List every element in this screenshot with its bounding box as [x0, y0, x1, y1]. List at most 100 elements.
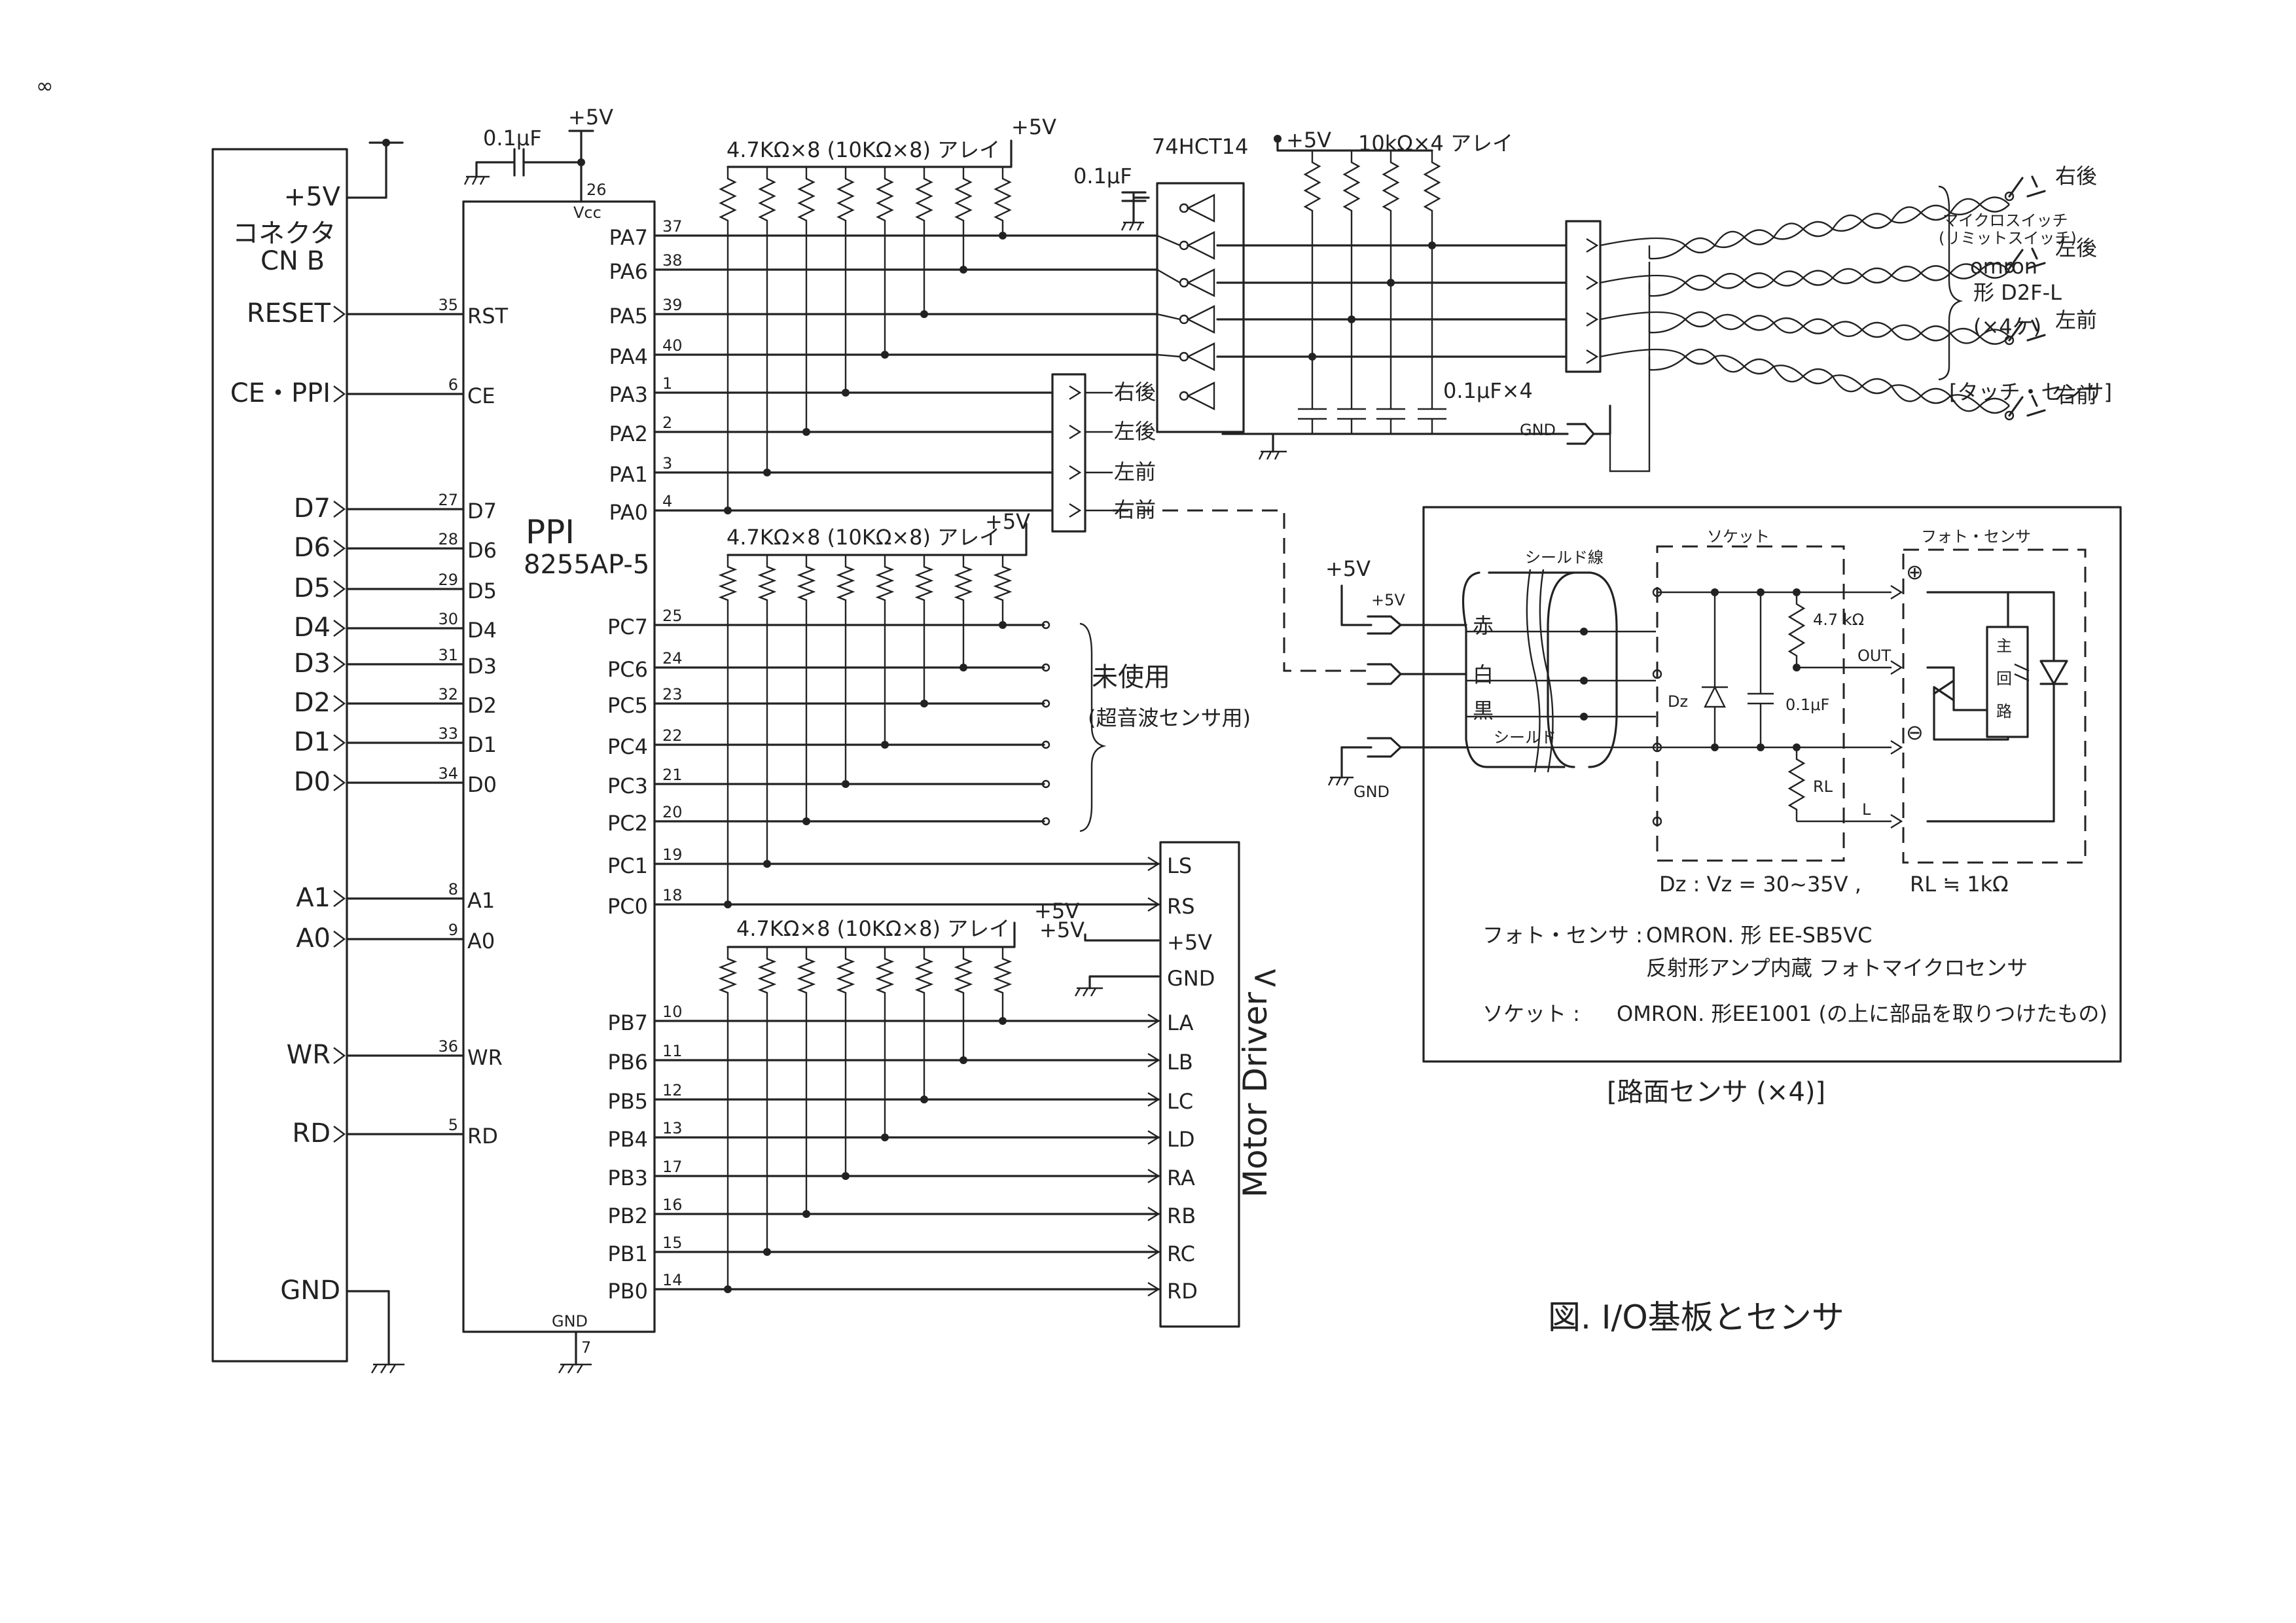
- connector-pin-arrow: [333, 931, 346, 948]
- arrow-to-motor: [1147, 1244, 1160, 1260]
- inverter-gate: [1186, 231, 1215, 260]
- connector-pin-label: RD: [292, 1118, 331, 1149]
- unused-note-1: 未使用: [1092, 662, 1170, 692]
- switch-contact: [2004, 263, 2015, 274]
- socket-arrow: [1890, 740, 1903, 755]
- inverter-output-stub: [1157, 234, 1181, 247]
- touch-gnd-label: GND: [1520, 421, 1556, 439]
- connector-pin-label: RESET: [247, 298, 331, 329]
- shield-tag: シールド: [1494, 728, 1556, 747]
- ppi-left-pin-number: 27: [438, 491, 458, 509]
- ppi-right-pin-label: PA5: [609, 304, 649, 329]
- switch-qty: (×4ケ): [1973, 314, 2041, 339]
- touch-connector-arrow: [1586, 349, 1599, 365]
- connector-pin-label: CE・PPI: [230, 378, 331, 408]
- socket-resistor: [1787, 592, 1806, 668]
- road-supply-label: +5V: [1325, 556, 1371, 581]
- pullup-resistor: [797, 555, 816, 612]
- junction-dot: [1387, 279, 1395, 287]
- connector-cnb: コネクタ CN B +5VRESETCE・PPID7D6D5D4D3D2D1D0…: [211, 139, 404, 1374]
- junction-dot: [1793, 664, 1801, 671]
- zener-label: Dz: [1668, 692, 1688, 711]
- pullup-rail: [726, 139, 1013, 168]
- socket-label: ソケット: [1707, 527, 1770, 546]
- ppi-left-pin-number: 36: [438, 1037, 458, 1056]
- pullup-resistor: [836, 947, 855, 1005]
- corner-mark: ∞: [36, 73, 54, 98]
- open-terminal: [1041, 620, 1050, 630]
- junction-dot: [1308, 353, 1316, 361]
- socket-terminal: [1652, 669, 1662, 679]
- connector-pin-arrow: [333, 1047, 346, 1064]
- schmitt-inverters: [1179, 194, 1215, 410]
- connector-pin-label: D5: [294, 573, 331, 603]
- touch-connector-arrow: [1586, 312, 1599, 327]
- photo-spec-2: 反射形アンプ内蔵 フォトマイクロセンサ: [1646, 955, 2028, 980]
- ppi-left-pin-number: 34: [438, 764, 458, 783]
- ppi-right-pin-number: 14: [662, 1271, 683, 1289]
- connector-pin-arrow: [333, 656, 346, 673]
- connector-pin-label: WR: [287, 1040, 331, 1070]
- ppi-left-pin-label: CE: [467, 383, 495, 408]
- inverter-bubble: [1179, 391, 1189, 401]
- pa-low-arrow: [1069, 503, 1082, 518]
- ppi-name: PPI: [526, 513, 575, 551]
- motor-driver-pin-label: LA: [1167, 1010, 1194, 1035]
- motor-driver-pin-label: LD: [1167, 1127, 1194, 1152]
- ppi-right-pin-number: 39: [662, 296, 683, 314]
- road-sensor-box: +5V +5V GND シールド線 赤白黒 シールド ソケット フォト・センサ …: [1325, 506, 2122, 1063]
- pullup-resistor: [718, 555, 738, 612]
- switch-label: 右前: [2055, 383, 2097, 408]
- motor-driver-pin-label: LS: [1167, 853, 1192, 878]
- ppi-vcc-pin: 26: [586, 181, 607, 199]
- ppi-left-pin-number: 28: [438, 530, 458, 548]
- inverter-output-stub: [1157, 353, 1181, 358]
- wire-color-label: 赤: [1473, 613, 1494, 638]
- pa-low-label: 左後: [1114, 419, 1156, 444]
- inverter-gate: [1186, 382, 1215, 410]
- l-label: L: [1862, 800, 1871, 819]
- inverter-cap-label: 0.1μF: [1073, 164, 1132, 188]
- touch-resistor-label: 10kΩ×4 アレイ: [1358, 131, 1513, 156]
- md-power-label: +5V: [1039, 918, 1085, 942]
- ppi-right-pin-label: PC4: [607, 734, 648, 759]
- ppi-left-pin-number: 33: [438, 724, 458, 743]
- touch-sensor-section: 74HCT14 0.1μF +5V 10kΩ×4 アレイ 0.1μF×4 GND…: [1073, 128, 2112, 473]
- ppi-left-pin-number: 30: [438, 610, 458, 628]
- connector-pin-label: D4: [294, 613, 331, 643]
- ppi-right-pin-number: 10: [662, 1003, 683, 1021]
- ppi-supply-label: +5V: [568, 105, 613, 130]
- inverter-gate: [1186, 342, 1215, 371]
- switch-contact: [2004, 410, 2015, 421]
- ppi-right-pin-number: 12: [662, 1081, 683, 1099]
- pullup-resistor: [757, 947, 777, 1005]
- twisted-wire-a: [1600, 348, 2010, 414]
- open-terminal: [1041, 740, 1050, 749]
- connector-pin-arrow: [333, 306, 346, 323]
- note-rl: RL ≒ 1kΩ: [1910, 872, 2009, 897]
- open-terminal: [1041, 817, 1050, 826]
- pb-array-label: 4.7KΩ×8 (10KΩ×8) アレイ: [736, 916, 1010, 941]
- inverter-gate: [1186, 305, 1215, 334]
- note-dz: Dz : Vz = 30~35V ,: [1659, 872, 1861, 897]
- ppi-right-pin-label: PC1: [607, 853, 648, 878]
- connector-title: コネクタ: [232, 219, 336, 249]
- switch-note-1: マイクロスイッチ: [1943, 211, 2068, 230]
- motor-driver-pin-label: RC: [1167, 1241, 1195, 1266]
- ppi-right-pin-number: 25: [662, 607, 683, 625]
- pullup-resistor: [876, 167, 894, 232]
- arrow-to-motor: [1147, 1206, 1160, 1222]
- twisted-wire-b: [1649, 311, 2010, 344]
- ppi-right-pin-number: 24: [662, 649, 683, 668]
- pullup-resistor: [914, 555, 934, 612]
- touch-caps-label: 0.1μF×4: [1443, 378, 1533, 403]
- ppi-left-pin-number: 31: [438, 646, 458, 664]
- motor-driver-pin-label: GND: [1167, 966, 1215, 991]
- connector-pin-arrow: [333, 774, 346, 791]
- ppi-right-pin-number: 21: [662, 766, 683, 784]
- touch-filter-cap: [1298, 408, 1327, 434]
- ppi-cap-label: 0.1μF: [483, 126, 542, 151]
